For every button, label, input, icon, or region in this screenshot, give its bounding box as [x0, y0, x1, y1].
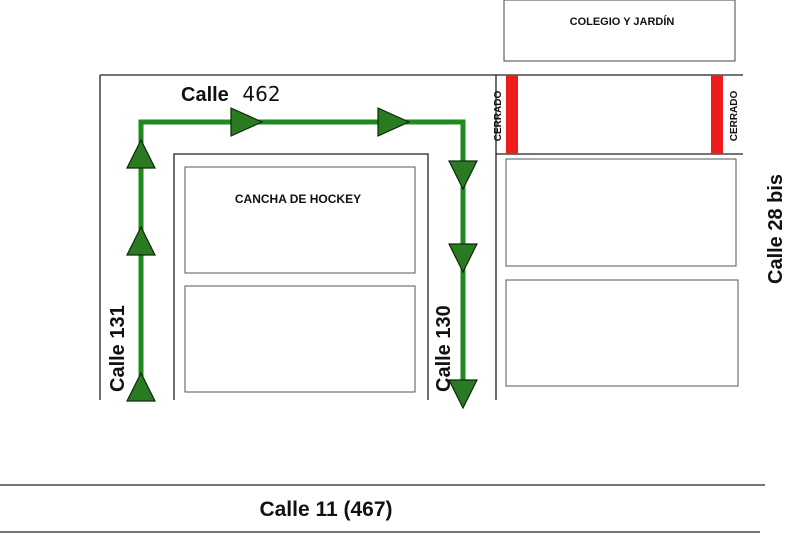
hockey-field [184, 166, 416, 274]
arrow-down-1 [448, 160, 478, 191]
calle-130-label: Calle 130 [433, 305, 455, 392]
hockey-lot-lower [184, 285, 416, 393]
closure-label-right: CERRADO [729, 91, 740, 142]
lots [184, 158, 739, 393]
arrow-up-1 [126, 138, 156, 169]
closure-barrier-left [506, 75, 518, 154]
arrow-right-2 [377, 107, 411, 137]
hockey-field-label: CANCHA DE HOCKEY [235, 192, 361, 206]
closure-barrier-right [711, 75, 723, 154]
calle-131-label: Calle 131 [107, 305, 129, 392]
arrow-down-2 [448, 243, 478, 274]
calle-462-label: Calle 462 [181, 82, 281, 106]
closure-label-left: CERRADO [493, 91, 504, 142]
street-lines [0, 74, 765, 533]
school-label: COLEGIO Y JARDÍN [570, 15, 675, 28]
arrow-right-1 [230, 107, 264, 137]
calle-462-number: 462 [242, 82, 280, 106]
right-lot-lower [505, 279, 739, 387]
calle-11-label: Calle 11 (467) [259, 498, 392, 521]
school-building [503, 0, 736, 62]
arrow-down-3 [448, 379, 478, 410]
hockey-block-outline [173, 153, 429, 400]
arrow-up-3 [126, 371, 156, 402]
route-arrows [126, 107, 478, 410]
right-lot-upper [505, 158, 737, 267]
calle-462-prefix: Calle [181, 84, 229, 106]
calle-28bis-label: Calle 28 bis [765, 174, 787, 284]
arrow-up-2 [126, 225, 156, 256]
